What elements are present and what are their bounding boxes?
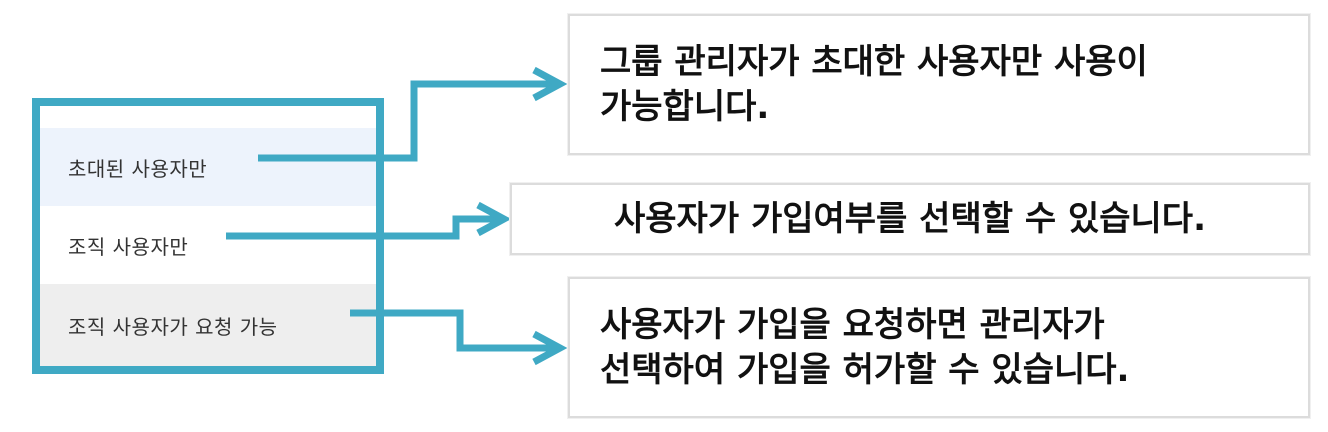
menu-item-organization-users-can-request[interactable]: 조직 사용자가 요청 가능 bbox=[40, 284, 376, 366]
menu-item-invited-users-only[interactable]: 초대된 사용자만 bbox=[40, 128, 376, 206]
menu-item-organization-users-only[interactable]: 조직 사용자만 bbox=[40, 206, 376, 284]
arrowhead-3 bbox=[532, 330, 568, 366]
arrowhead-1 bbox=[532, 66, 568, 102]
callout-organization-users: 사용자가 가입여부를 선택할 수 있습니다. bbox=[510, 183, 1310, 255]
menu-item-label: 조직 사용자가 요청 가능 bbox=[68, 314, 278, 339]
callout-text: 사용자가 가입을 요청하면 관리자가 선택하여 가입을 허가할 수 있습니다. bbox=[600, 305, 1130, 390]
callout-text: 그룹 관리자가 초대한 사용자만 사용이 가능합니다. bbox=[600, 42, 1148, 127]
callout-text: 사용자가 가입여부를 선택할 수 있습니다. bbox=[613, 198, 1207, 239]
callout-invited-users: 그룹 관리자가 초대한 사용자만 사용이 가능합니다. bbox=[568, 14, 1310, 155]
menu-item-label: 조직 사용자만 bbox=[68, 234, 189, 259]
membership-option-menu: 초대된 사용자만 조직 사용자만 조직 사용자가 요청 가능 bbox=[32, 98, 384, 374]
callout-organization-request: 사용자가 가입을 요청하면 관리자가 선택하여 가입을 허가할 수 있습니다. bbox=[568, 277, 1310, 418]
arrowhead-2 bbox=[476, 201, 512, 237]
menu-item-label: 초대된 사용자만 bbox=[68, 156, 208, 181]
